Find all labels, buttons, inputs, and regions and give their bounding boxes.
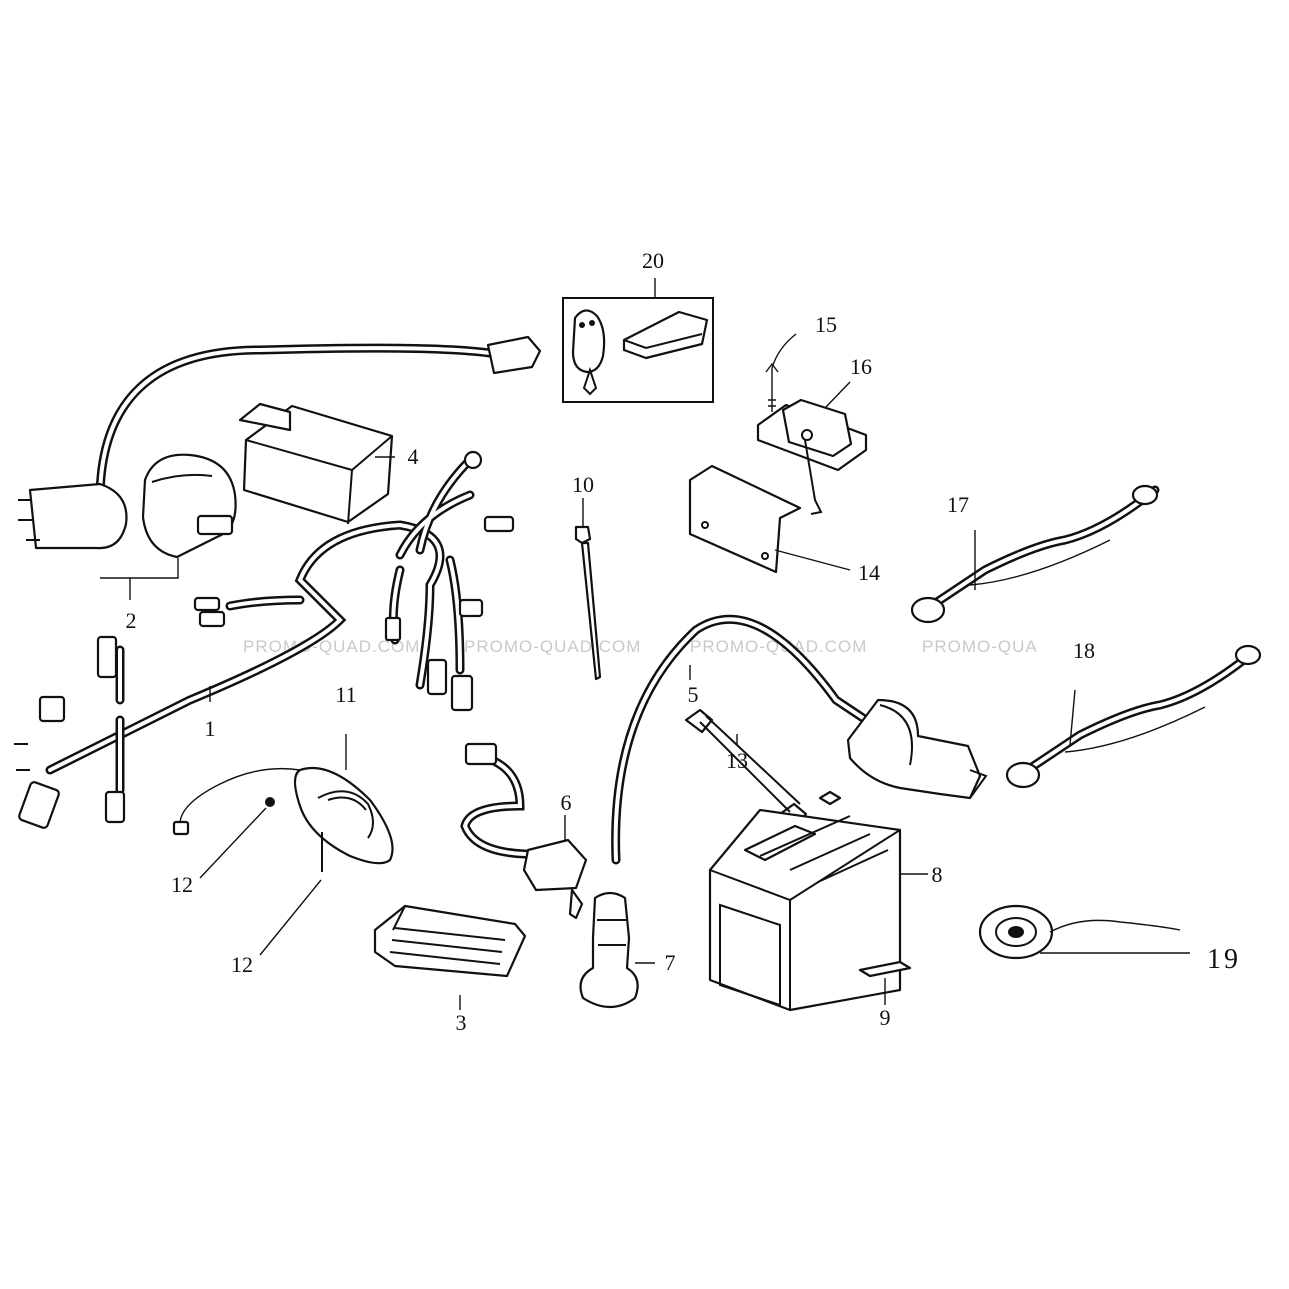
ignition-coil-part xyxy=(18,335,542,559)
label-5: 5 xyxy=(688,682,699,707)
label-11: 11 xyxy=(335,682,356,707)
cdi-unit-part xyxy=(238,402,394,525)
label-17: 17 xyxy=(947,492,969,517)
strap-18-part xyxy=(1005,644,1262,789)
relay-part xyxy=(756,362,868,515)
light-unit-part xyxy=(172,766,394,872)
starter-relay-part xyxy=(611,614,988,865)
label-18: 18 xyxy=(1073,638,1095,663)
label-10: 10 xyxy=(572,472,594,497)
regulator-part xyxy=(373,904,527,978)
leader-14 xyxy=(774,549,851,571)
cable-tie-part xyxy=(574,525,602,681)
watermark-2: PROMO-QUAD.COM xyxy=(464,637,641,656)
label-2: 2 xyxy=(126,608,137,633)
ignition-switch-part xyxy=(460,742,588,920)
label-1: 1 xyxy=(205,716,216,741)
label-9: 9 xyxy=(880,1005,891,1030)
leader-15 xyxy=(771,333,797,369)
wiring-harness-part xyxy=(14,450,515,829)
battery-part xyxy=(708,790,902,1012)
watermark-3: PROMO-QUAD.COM xyxy=(690,637,867,656)
label-15: 15 xyxy=(815,312,837,337)
bracket-plate-part xyxy=(688,464,802,574)
leader-18 xyxy=(1069,689,1076,746)
leader-16 xyxy=(824,381,851,409)
label-12a: 12 xyxy=(171,872,193,897)
sensor-part xyxy=(978,904,1181,960)
label-14: 14 xyxy=(858,560,880,585)
label-8: 8 xyxy=(932,862,943,887)
label-6: 6 xyxy=(561,790,572,815)
label-20: 20 xyxy=(642,248,664,273)
label-7: 7 xyxy=(665,950,676,975)
leader-2 xyxy=(100,558,179,600)
key-set-part xyxy=(562,297,714,403)
label-13: 13 xyxy=(726,748,748,773)
label-12b: 12 xyxy=(231,952,253,977)
fuse-part xyxy=(579,891,639,1009)
label-19: 19 xyxy=(1207,944,1241,975)
battery-bracket-part xyxy=(858,960,912,978)
label-3: 3 xyxy=(456,1010,467,1035)
label-16: 16 xyxy=(850,354,872,379)
watermark-4: PROMO-QUA xyxy=(922,637,1038,656)
label-4: 4 xyxy=(408,444,419,469)
strap-17-part xyxy=(910,484,1160,624)
leader-12a xyxy=(199,807,267,879)
leader-12b xyxy=(259,879,322,956)
